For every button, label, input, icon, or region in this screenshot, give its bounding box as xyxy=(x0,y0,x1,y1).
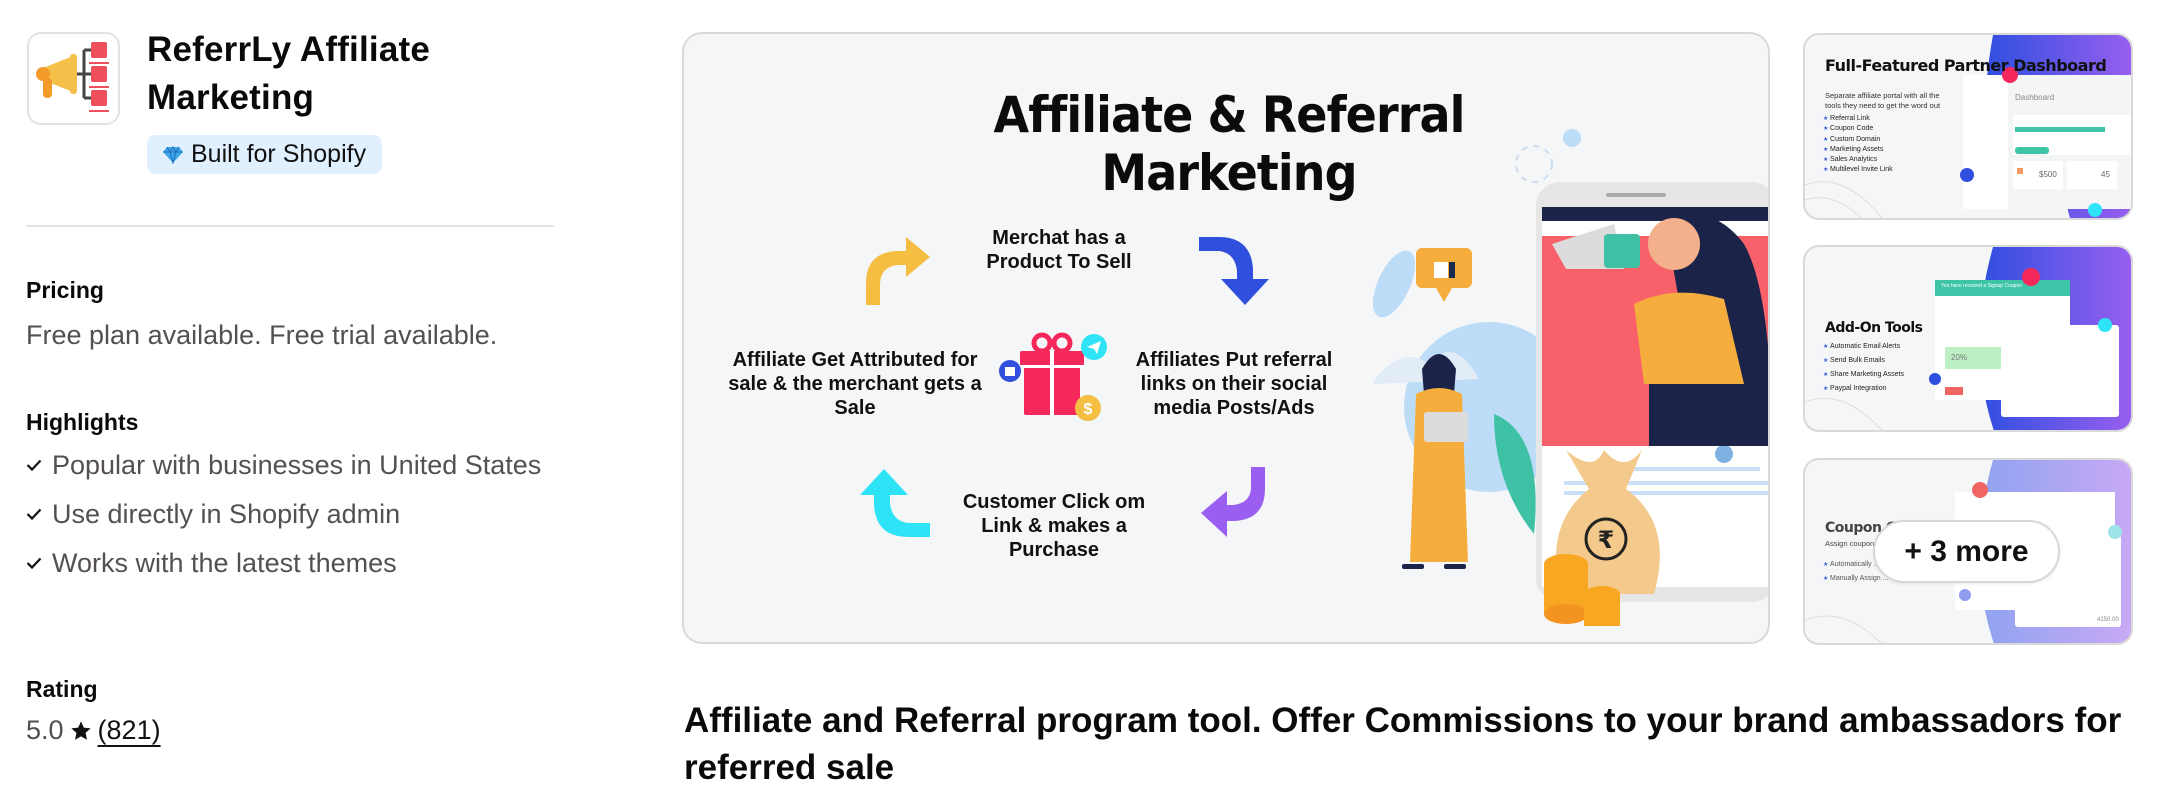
mock-dashboard-heading: Dashboard xyxy=(2015,93,2055,102)
step-merchant-product: Merchat has a Product To Sell xyxy=(986,227,1132,273)
arrow-blue-icon xyxy=(1199,237,1269,305)
thumbnail-feature-list: Automatic Email Alerts Send Bulk Emails … xyxy=(1823,340,1904,396)
megaphone-referral-icon xyxy=(36,42,109,112)
thumbnail-feature: Referral Link xyxy=(1823,114,1893,124)
gallery-thumbnail-2[interactable]: Add-On Tools Automatic Email Alerts Send… xyxy=(1803,245,2133,432)
mock-discount: 20% xyxy=(1951,353,1968,362)
badge-label: Built for Shopify xyxy=(191,140,367,168)
step-affiliate-attributed: Affiliate Get Attributed for sale & the … xyxy=(728,349,982,419)
mock-total: 4150.00 xyxy=(2097,617,2119,623)
highlight-label: Use directly in Shopify admin xyxy=(52,499,401,529)
diamond-icon xyxy=(163,145,183,164)
gallery-thumbnail-1[interactable]: Full-Featured Partner Dashboard Separate… xyxy=(1803,33,2133,220)
rating-heading: Rating xyxy=(26,676,98,702)
app-icon xyxy=(27,32,120,125)
built-for-shopify-badge: Built for Shopify xyxy=(147,135,383,174)
app-title: ReferrLy Affiliate Marketing xyxy=(147,30,431,117)
divider xyxy=(26,225,554,227)
thumbnail-feature: Automatic Email Alerts xyxy=(1823,340,1904,354)
thumbnail-title: Add-On Tools xyxy=(1825,320,1923,336)
gallery-hero-image[interactable]: Affiliate & Referral Marketing Merchat h… xyxy=(682,32,1770,644)
thumbnail-subtitle: Assign coupon c xyxy=(1825,539,1881,548)
highlight-item: Use directly in Shopify admin xyxy=(26,494,554,535)
thumbnail-feature: Paypal Integration xyxy=(1823,382,1904,396)
rating-score: 5.0 xyxy=(26,715,64,745)
step-affiliate-share: Affiliates Put referral links on their s… xyxy=(1135,349,1333,419)
mock-stat-orders: 45 xyxy=(2101,170,2110,179)
svg-text:₹: ₹ xyxy=(1598,526,1615,554)
thumbnail-feature-list: Referral Link Coupon Code Custom Domain … xyxy=(1823,114,1893,176)
thumbnail-feature: Share Marketing Assets xyxy=(1823,368,1904,382)
highlight-item: Works with the latest themes xyxy=(26,543,554,584)
svg-text:$: $ xyxy=(1084,401,1093,418)
highlights-list: Popular with businesses in United States… xyxy=(26,445,554,592)
check-icon xyxy=(26,543,44,583)
check-icon xyxy=(26,445,44,485)
thumbnail-background xyxy=(1805,35,2131,218)
arrow-cyan-icon xyxy=(860,469,930,537)
affiliate-illustration: ₹ xyxy=(1372,129,1768,626)
thumbnail-feature: Sales Analytics xyxy=(1823,155,1893,165)
arrow-yellow-icon xyxy=(866,237,930,305)
rating-row: 5.0 (821) xyxy=(26,715,161,746)
thumbnail-subtitle: Separate affiliate portal with all the t… xyxy=(1825,91,1941,110)
highlight-item: Popular with businesses in United States xyxy=(26,445,554,486)
thumbnail-title: Full-Featured Partner Dashboard xyxy=(1825,56,2107,75)
mock-coupon-banner: You have received a Signup Coupon xyxy=(1941,283,2022,289)
star-icon xyxy=(70,720,91,740)
step-customer-purchase: Customer Click om Link & makes a Purchas… xyxy=(962,491,1146,561)
hero-title: Affiliate & Referral Marketing xyxy=(993,86,1466,202)
check-icon xyxy=(26,494,44,534)
review-count-link[interactable]: (821) xyxy=(97,715,161,745)
highlight-label: Works with the latest themes xyxy=(52,548,397,578)
highlights-heading: Highlights xyxy=(26,409,139,435)
gift-icon: $ xyxy=(999,332,1107,421)
thumbnail-background xyxy=(1805,247,2131,430)
thumbnail-feature: Multilevel Invite Link xyxy=(1823,165,1893,175)
thumbnail-feature: Marketing Assets xyxy=(1823,145,1893,155)
thumbnail-feature: Send Bulk Emails xyxy=(1823,354,1904,368)
app-description: Affiliate and Referral program tool. Off… xyxy=(684,701,2122,787)
mock-stat-sales: $500 xyxy=(2039,170,2057,179)
pricing-value: Free plan available. Free trial availabl… xyxy=(26,320,498,350)
pricing-heading: Pricing xyxy=(26,277,104,303)
highlight-label: Popular with businesses in United States xyxy=(52,450,542,480)
arrow-purple-icon xyxy=(1201,467,1265,537)
thumbnail-feature: Custom Domain xyxy=(1823,135,1893,145)
show-more-screenshots-button[interactable]: + 3 more xyxy=(1873,520,2060,583)
thumbnail-feature: Coupon Code xyxy=(1823,124,1893,134)
